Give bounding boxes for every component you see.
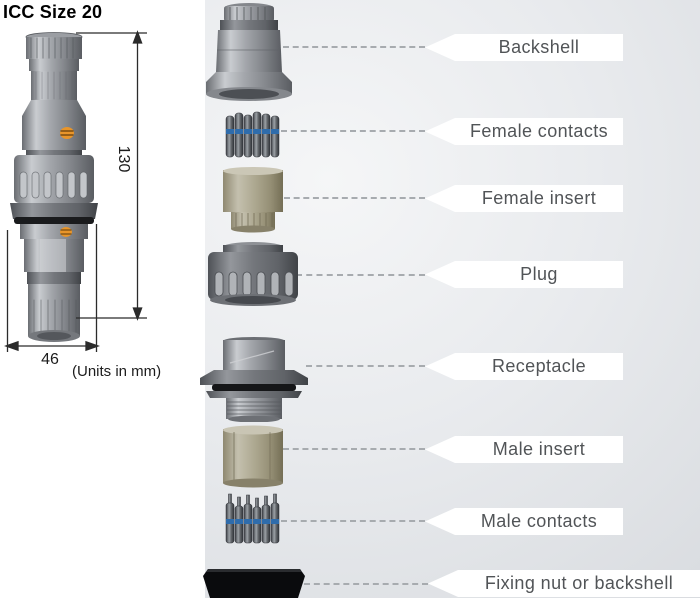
leader-female-contacts <box>281 130 425 132</box>
leader-male-contacts <box>281 520 425 522</box>
callout-receptacle: Receptacle <box>425 353 623 380</box>
backshell-graphic <box>206 3 292 101</box>
part-label: Male insert <box>492 439 586 459</box>
leader-plug <box>296 274 425 276</box>
callout-backshell: Backshell <box>425 34 623 61</box>
contact-band-blue <box>226 519 279 524</box>
plug-graphic <box>208 242 298 306</box>
callout-male-contacts: Male contacts <box>425 508 623 535</box>
part-label: Female contacts <box>469 121 609 141</box>
part-label: Receptacle <box>491 356 587 376</box>
orange-marker-top <box>60 127 74 139</box>
page-title: ICC Size 20 <box>3 2 103 22</box>
units-note: (Units in mm) <box>72 363 162 380</box>
female-contacts-graphic <box>225 111 280 158</box>
leader-receptacle <box>306 365 425 367</box>
female-insert-graphic <box>223 167 283 233</box>
male-insert-graphic <box>223 425 283 488</box>
leader-backshell <box>283 46 425 48</box>
callout-female-insert: Female insert <box>425 185 623 212</box>
leader-fixing-nut <box>304 583 428 585</box>
callout-fixing-nut: Fixing nut or backshell <box>428 570 700 597</box>
assembled-connector-drawing <box>4 30 147 352</box>
part-label: Male contacts <box>480 511 598 531</box>
callout-female-contacts: Female contacts <box>425 118 623 145</box>
callout-male-insert: Male insert <box>425 436 623 463</box>
part-label: Female insert <box>481 188 597 208</box>
receptacle-graphic <box>200 337 308 422</box>
orange-marker-bottom <box>60 227 72 237</box>
width-dimension-label: 46 <box>41 351 59 368</box>
dimension-lines <box>4 30 147 352</box>
height-dimension-label: 130 <box>115 145 132 173</box>
connector-body <box>10 32 98 342</box>
fixing-nut-graphic <box>203 569 305 598</box>
contact-band-blue <box>226 129 279 134</box>
leader-male-insert <box>283 448 425 450</box>
part-label: Backshell <box>498 37 580 57</box>
leader-female-insert <box>284 197 425 199</box>
callout-plug: Plug <box>425 261 623 288</box>
part-label: Fixing nut or backshell <box>484 573 674 593</box>
part-label: Plug <box>520 264 558 284</box>
dimension-panel: ICC Size 20 <box>0 0 205 598</box>
male-contacts-graphic <box>225 493 280 544</box>
